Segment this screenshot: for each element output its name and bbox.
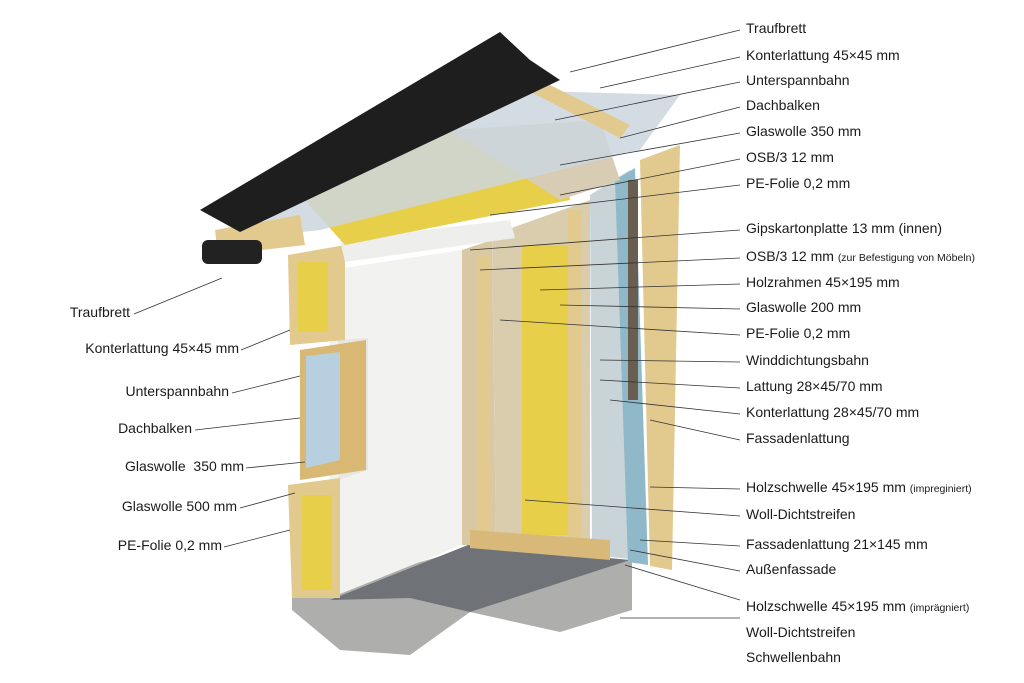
label-text: OSB/3 12 mm <box>746 149 834 165</box>
label-lattung: Lattung 28×45/70 mm <box>746 378 883 394</box>
label-woll-dichtstreifen: Woll-Dichtstreifen <box>746 506 855 522</box>
label-osb: OSB/3 12 mm <box>746 149 834 165</box>
label-text: Winddichtungsbahn <box>746 352 869 368</box>
label-traufbrett: Traufbrett <box>746 20 806 36</box>
interior-wall <box>330 250 462 598</box>
label-text: Lattung 28×45/70 mm <box>746 378 883 394</box>
label-glaswolle-350: Glaswolle 350 mm <box>746 123 861 139</box>
wall-insulation <box>522 245 570 535</box>
left-insulation <box>302 495 332 590</box>
gutter <box>202 240 262 264</box>
label-pe-folie-wall: PE-Folie 0,2 mm <box>746 325 850 341</box>
label-winddichtung: Winddichtungsbahn <box>746 352 869 368</box>
left-label-glaswolle-500: Glaswolle 500 mm <box>121 498 237 514</box>
label-osb-moebel: OSB/3 12 mm (zur Befestigung von Möbeln) <box>746 248 975 266</box>
left-label-glaswolle-350: Glaswolle 350 mm <box>124 458 244 474</box>
left-label-unterspannbahn: Unterspannbahn <box>125 383 229 399</box>
label-text: PE-Folie 0,2 mm <box>746 325 851 341</box>
label-schwellenbahn: Schwellenbahn <box>746 649 841 665</box>
stud <box>478 255 490 540</box>
ceiling-board <box>340 220 515 262</box>
label-text: PE-Folie 0,2 mm <box>746 175 851 191</box>
label-holzrahmen: Holzrahmen 45×195 mm <box>746 274 900 290</box>
label-dachbalken: Dachbalken <box>746 97 820 113</box>
label-konterlattung: Konterlattung 45×45 mm <box>746 47 900 63</box>
label-holzschwelle-2: Holzschwelle 45×195 mm (imprägniert) <box>746 598 969 616</box>
leader-lines <box>133 29 741 619</box>
label-holzschwelle: Holzschwelle 45×195 mm (impreginiert) <box>746 479 972 497</box>
label-text: Gipskartonplatte 13 mm (innen) <box>746 220 943 236</box>
label-text: Konterlattung 28×45/70 mm <box>746 404 920 420</box>
label-note: (impreginiert) <box>909 483 972 495</box>
label-pe-folie: PE-Folie 0,2 mm <box>746 175 850 191</box>
label-text: Holzrahmen 45×195 mm <box>746 274 900 290</box>
label-text: Holzschwelle 45×195 mm <box>746 598 906 614</box>
left-label-pe-folie: PE-Folie 0,2 mm <box>117 537 222 553</box>
label-text: Konterlattung 45×45 mm <box>746 47 900 63</box>
label-text: Fassadenlattung 21×145 mm <box>746 536 928 552</box>
label-text: Woll-Dichtstreifen <box>746 624 856 640</box>
underlay-membrane <box>230 90 680 240</box>
label-gipskarton: Gipskartonplatte 13 mm (innen) <box>746 220 942 236</box>
label-text: Woll-Dichtstreifen <box>746 506 856 522</box>
label-konterlattung-wall: Konterlattung 28×45/70 mm <box>746 404 919 420</box>
label-note: (zur Befestigung von Möbeln) <box>837 252 975 264</box>
label-text: Traufbrett <box>746 20 807 36</box>
label-text: Dachbalken <box>746 97 820 113</box>
left-label-konterlattung: Konterlattung 45×45 mm <box>85 340 239 356</box>
left-label-dachbalken: Dachbalken <box>118 420 192 436</box>
roof-tiles <box>200 32 560 232</box>
label-text: Unterspannbahn <box>746 72 850 88</box>
label-fassadenlattung: Fassadenlattung <box>746 430 850 446</box>
label-text: Glaswolle 200 mm <box>746 299 862 315</box>
label-text: Schwellenbahn <box>746 649 841 665</box>
facade-battens <box>640 145 680 570</box>
window-glass <box>306 352 340 468</box>
label-glaswolle-200: Glaswolle 200 mm <box>746 299 861 315</box>
left-label-traufbrett: Traufbrett <box>69 304 130 320</box>
label-text: Fassadenlattung <box>746 430 850 446</box>
sill-plate <box>470 530 610 560</box>
stud <box>568 210 582 540</box>
label-fassadenlattung-21: Fassadenlattung 21×145 mm <box>746 536 928 552</box>
counter-batten <box>628 180 638 400</box>
label-text: Holzschwelle 45×195 mm <box>746 479 906 495</box>
floor-slab <box>330 545 630 612</box>
label-note: (imprägniert) <box>909 602 970 614</box>
label-text: Glaswolle 350 mm <box>746 123 862 139</box>
label-text: Außenfassade <box>746 561 837 577</box>
label-text: OSB/3 12 mm <box>746 248 834 264</box>
upper-insulation <box>298 262 328 332</box>
label-unterspannbahn: Unterspannbahn <box>746 72 850 88</box>
label-woll-dichtstreifen-2: Woll-Dichtstreifen <box>746 624 855 640</box>
label-aussenfassade: Außenfassade <box>746 561 836 577</box>
